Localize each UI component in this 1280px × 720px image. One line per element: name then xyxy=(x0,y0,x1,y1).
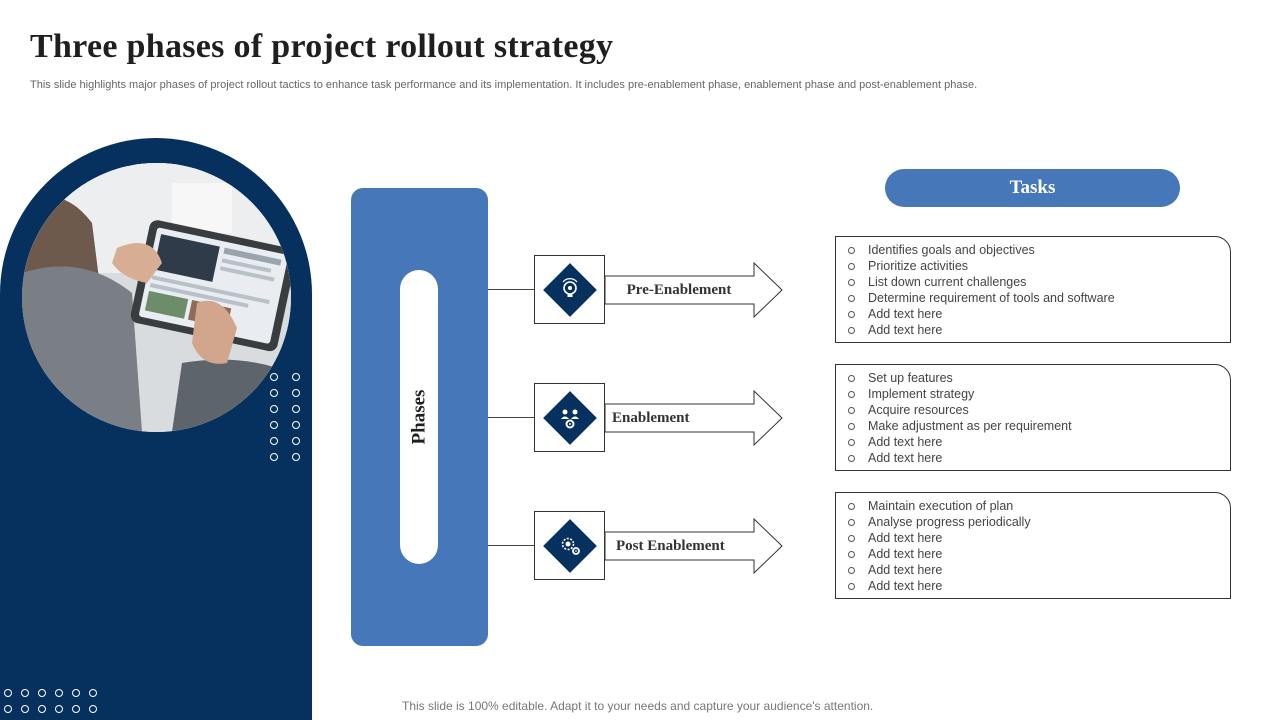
bullet-circle-icon xyxy=(848,326,855,334)
phase-arrow: Post Enablement xyxy=(604,518,784,574)
list-item: Prioritize activities xyxy=(848,258,1230,274)
bullet-circle-icon xyxy=(848,502,855,510)
bullet-circle-icon xyxy=(848,582,855,590)
bullet-circle-icon xyxy=(848,422,855,430)
phases-pill: Phases xyxy=(400,270,438,564)
task-list: Set up features Implement strategy Acqui… xyxy=(848,370,1230,466)
bullet-circle-icon xyxy=(848,438,855,446)
tablet-user-photo xyxy=(22,163,291,432)
bullet-circle-icon xyxy=(848,246,855,254)
task-list: Identifies goals and objectives Prioriti… xyxy=(848,242,1230,338)
bullet-circle-icon xyxy=(848,518,855,526)
list-item: Add text here xyxy=(848,530,1230,546)
list-item: Acquire resources xyxy=(848,402,1230,418)
connector-line xyxy=(488,417,535,418)
phase-icon-box xyxy=(534,511,605,580)
list-item: Add text here xyxy=(848,578,1230,594)
tablet-photo-illustration xyxy=(22,163,291,432)
bullet-circle-icon xyxy=(848,406,855,414)
list-item: Maintain execution of plan xyxy=(848,498,1230,514)
bullet-circle-icon xyxy=(848,294,855,302)
connector-line xyxy=(488,545,535,546)
phase-arrow: Enablement xyxy=(604,390,784,446)
page-title: Three phases of project rollout strategy xyxy=(30,28,614,65)
list-item: Implement strategy xyxy=(848,386,1230,402)
phases-label: Phases xyxy=(408,389,429,445)
bullet-circle-icon xyxy=(848,374,855,382)
list-item: Identifies goals and objectives xyxy=(848,242,1230,258)
footer-note: This slide is 100% editable. Adapt it to… xyxy=(402,699,874,713)
bullet-circle-icon xyxy=(848,550,855,558)
phase-label-pre-enablement: Pre-Enablement xyxy=(626,281,732,298)
list-item: Analyse progress periodically xyxy=(848,514,1230,530)
phase-icon-box xyxy=(534,383,605,452)
list-item: Determine requirement of tools and softw… xyxy=(848,290,1230,306)
list-item: Add text here xyxy=(848,562,1230,578)
decorative-dots-grid-bottom xyxy=(4,689,97,713)
task-box-enablement: Set up features Implement strategy Acqui… xyxy=(835,364,1231,471)
bullet-circle-icon xyxy=(848,262,855,270)
connector-line xyxy=(488,289,535,290)
list-item: Add text here xyxy=(848,322,1230,338)
task-box-post-enablement: Maintain execution of plan Analyse progr… xyxy=(835,492,1231,599)
idea-gears-icon xyxy=(542,518,597,573)
team-settings-icon xyxy=(542,390,597,445)
bullet-circle-icon xyxy=(848,566,855,574)
list-item: List down current challenges xyxy=(848,274,1230,290)
tasks-header: Tasks xyxy=(885,169,1180,207)
list-item: Add text here xyxy=(848,434,1230,450)
phase-arrow: Pre-Enablement xyxy=(604,262,784,318)
bullet-circle-icon xyxy=(848,454,855,462)
list-item: Add text here xyxy=(848,306,1230,322)
list-item: Add text here xyxy=(848,450,1230,466)
bullet-circle-icon xyxy=(848,278,855,286)
phase-icon-box xyxy=(534,255,605,324)
bullet-circle-icon xyxy=(848,390,855,398)
bullet-circle-icon xyxy=(848,534,855,542)
task-box-pre-enablement: Identifies goals and objectives Prioriti… xyxy=(835,236,1231,343)
decorative-dots-grid xyxy=(270,373,300,461)
phase-label-enablement: Enablement xyxy=(612,409,690,426)
list-item: Add text here xyxy=(848,546,1230,562)
phase-label-post-enablement: Post Enablement xyxy=(616,537,725,554)
list-item: Set up features xyxy=(848,370,1230,386)
list-item: Make adjustment as per requirement xyxy=(848,418,1230,434)
lightbulb-gear-icon xyxy=(542,262,597,317)
bullet-circle-icon xyxy=(848,310,855,318)
task-list: Maintain execution of plan Analyse progr… xyxy=(848,498,1230,594)
page-subtitle: This slide highlights major phases of pr… xyxy=(30,79,978,91)
